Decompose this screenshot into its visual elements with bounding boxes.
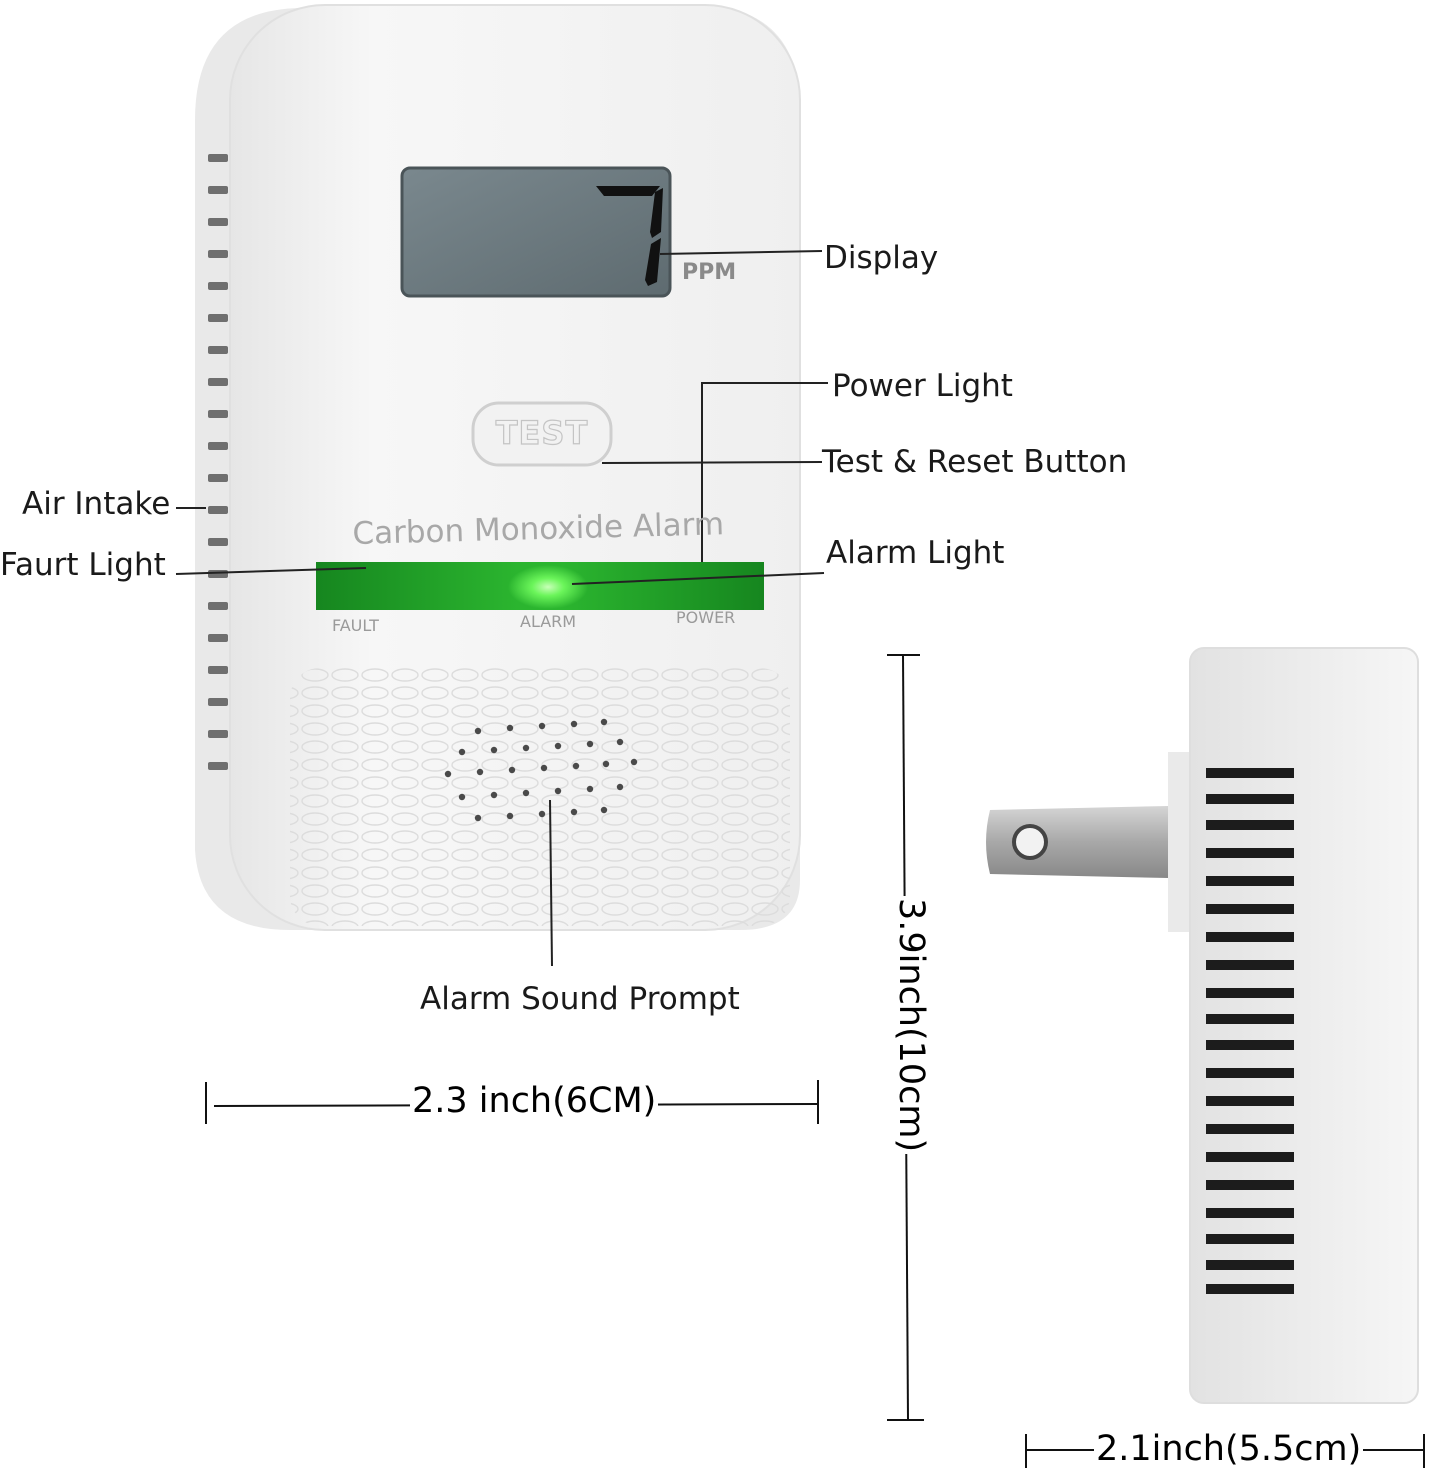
air-intake-slots bbox=[208, 154, 228, 770]
side-vent-slots bbox=[1206, 768, 1294, 1294]
callout-air-intake: Air Intake bbox=[22, 486, 171, 522]
lcd-digit bbox=[596, 186, 663, 286]
callout-display: Display bbox=[824, 240, 939, 276]
callout-power-light: Power Light bbox=[832, 368, 1013, 404]
callout-alarm-sound-prompt: Alarm Sound Prompt bbox=[420, 981, 740, 1017]
plug-prong bbox=[986, 806, 1168, 878]
dimension-depth: 2.1inch(5.5cm) bbox=[1094, 1429, 1364, 1469]
prong-hole bbox=[1012, 824, 1048, 860]
test-button-label[interactable]: TEST bbox=[495, 413, 589, 452]
callout-alarm-light: Alarm Light bbox=[826, 535, 1005, 571]
callout-fault-light: Faurt Light bbox=[0, 547, 166, 583]
indicator-fault-label: FAULT bbox=[332, 616, 379, 635]
dimension-height: 3.9inch(10cm) bbox=[891, 896, 931, 1155]
indicator-alarm-label: ALARM bbox=[520, 612, 577, 631]
ppm-unit: PPM bbox=[682, 260, 737, 285]
side-device bbox=[986, 647, 1419, 1404]
indicator-power-label: POWER bbox=[676, 608, 736, 627]
callout-test-reset-button: Test & Reset Button bbox=[822, 444, 1128, 480]
leader-lines bbox=[175, 250, 828, 967]
alarm-glow bbox=[508, 565, 588, 609]
test-button[interactable] bbox=[471, 401, 613, 467]
speaker-grille bbox=[290, 668, 790, 926]
dimension-width: 2.3 inch(6CM) bbox=[410, 1081, 659, 1121]
speaker-holes bbox=[444, 718, 638, 822]
lcd-display bbox=[400, 166, 672, 298]
